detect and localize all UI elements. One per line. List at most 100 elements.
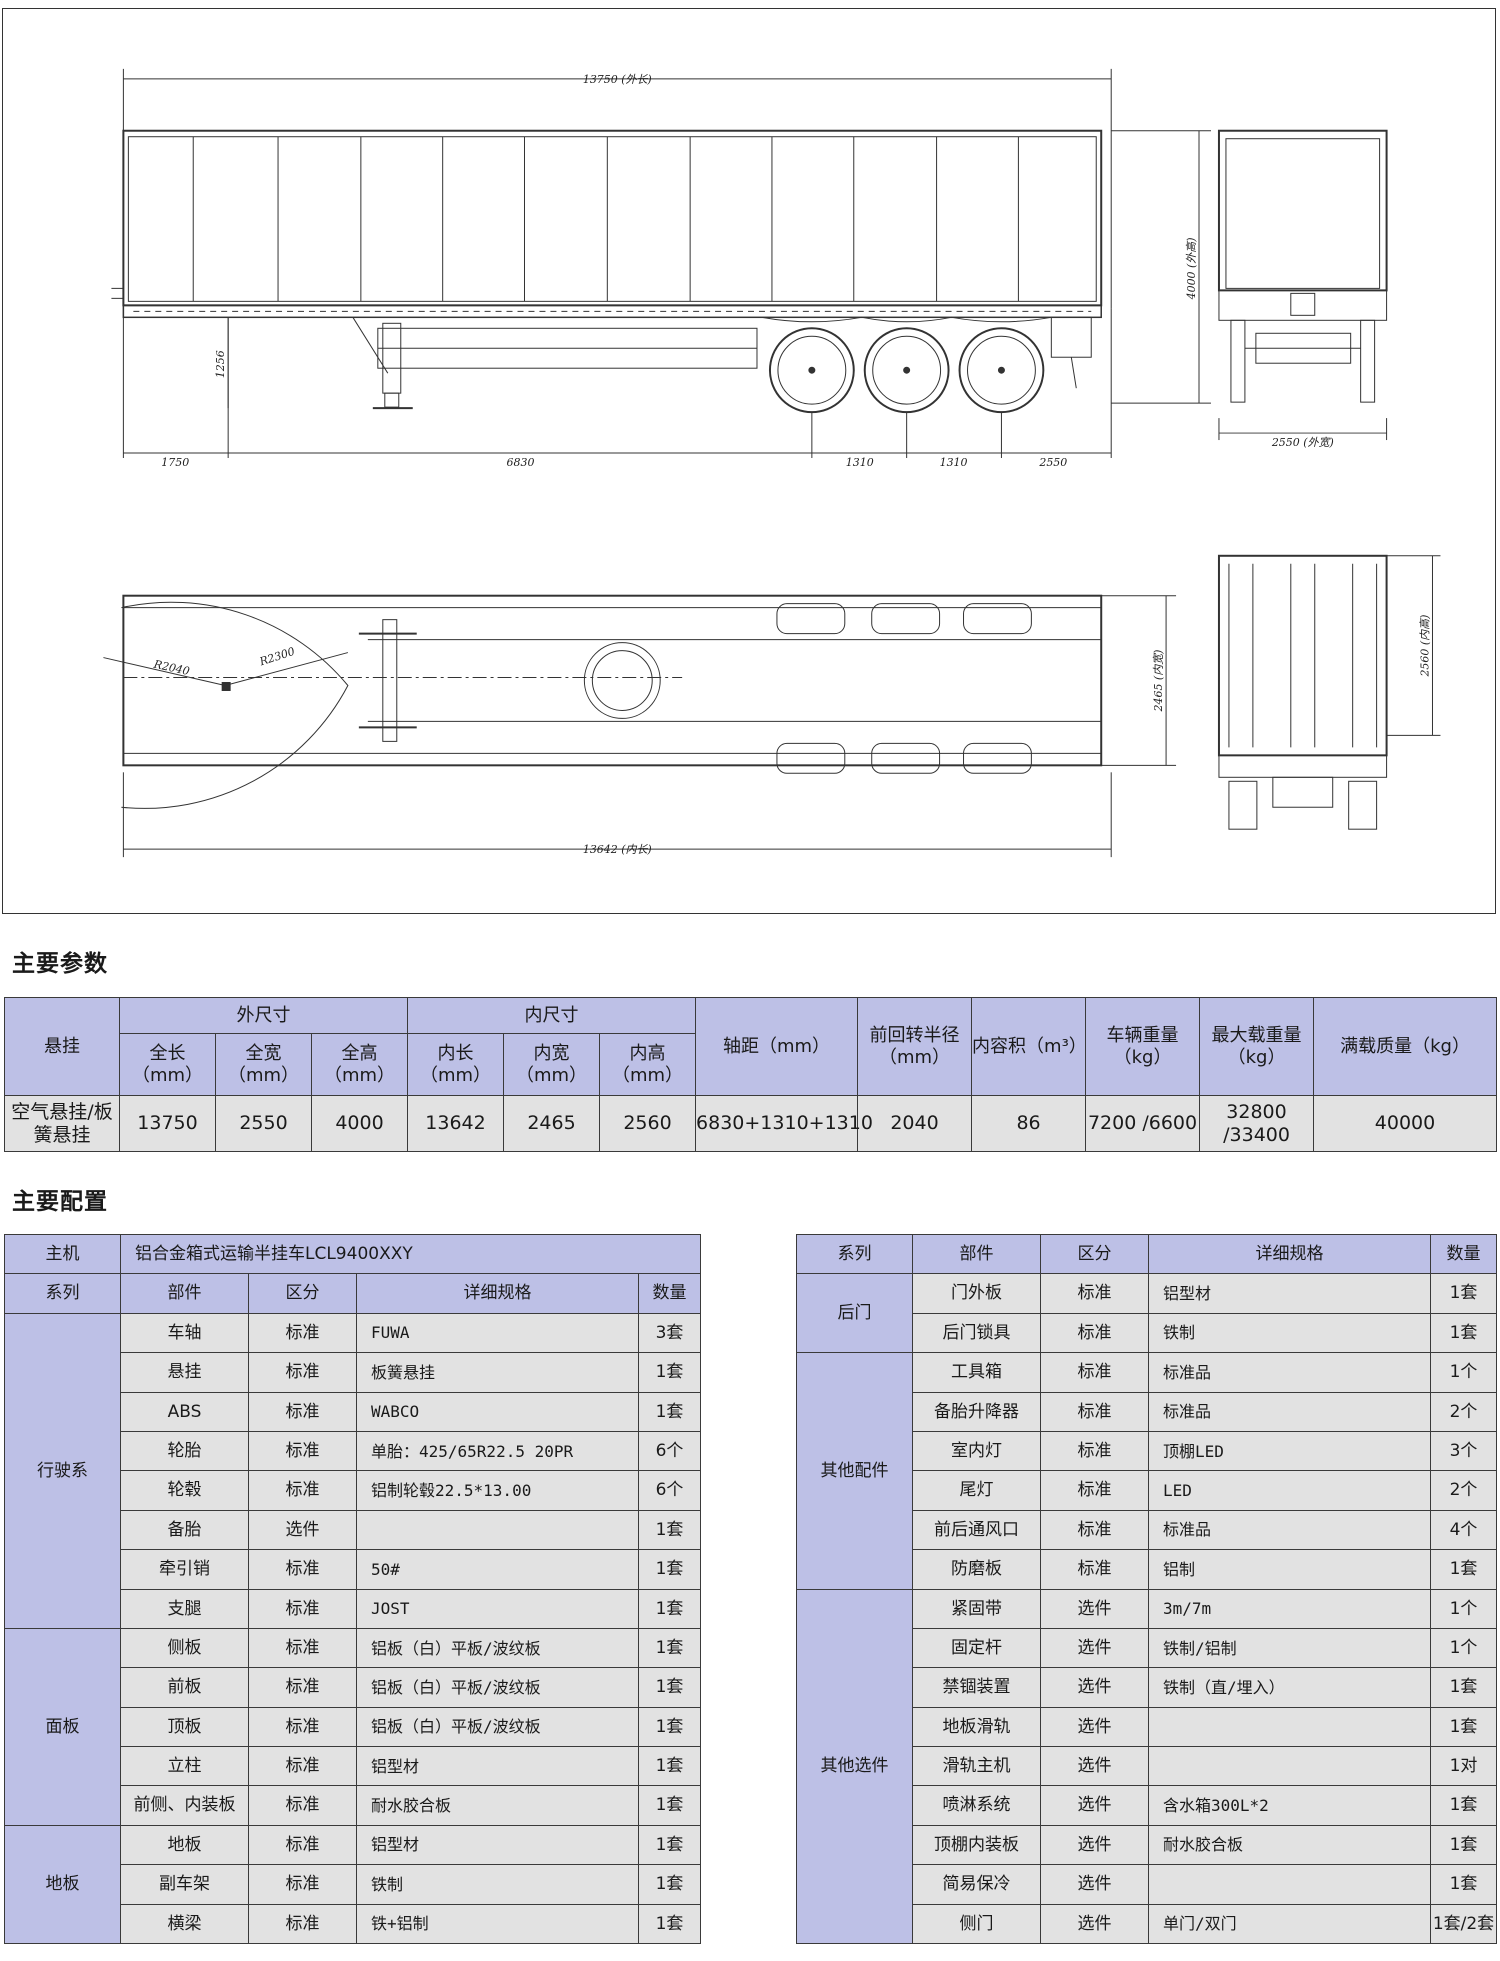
cell-qty: 1套: [1430, 1824, 1497, 1866]
hdr-outer: 外尺寸: [118, 997, 409, 1034]
cell-spec: 铝型材: [356, 1824, 639, 1866]
hdr-inner-len: 内长（mm）: [407, 1033, 505, 1096]
hdr-gross: 满载质量（kg）: [1313, 997, 1498, 1096]
cell-qty: 1套: [1430, 1864, 1497, 1905]
hdr-outer-len: 全长（mm）: [119, 1033, 216, 1096]
rear-door-view: [1217, 554, 1441, 830]
side-view: [111, 68, 1211, 459]
cell-kind: 标准: [1040, 1391, 1149, 1432]
cell-qty: 1套: [637, 1391, 702, 1432]
cell-part: 后门锁具: [912, 1312, 1041, 1354]
host-row: 主机铝合金箱式运输半挂车LCL9400XXY: [4, 1233, 702, 1275]
cell-kind: 标准: [1040, 1352, 1149, 1393]
group-name: 地板: [4, 1824, 121, 1945]
cell-part: 轮胎: [120, 1430, 249, 1472]
cell-part: 尾灯: [912, 1470, 1041, 1511]
cell-spec: 50#: [356, 1549, 639, 1590]
cell-spec: 铝制: [1148, 1549, 1431, 1590]
cell-kind: 标准: [248, 1903, 357, 1945]
config-title: 主要配置: [12, 1189, 108, 1215]
params-table: 悬挂 外尺寸 内尺寸 轴距（mm） 前回转半径（mm） 内容积（m³） 车辆重量…: [4, 997, 1498, 1152]
cell-kind: 标准: [248, 1864, 357, 1905]
cell-part: 顶棚内装板: [912, 1824, 1041, 1866]
cell-spec: [1148, 1746, 1431, 1787]
dim-overall-width: 2550 (外宽): [1271, 436, 1334, 449]
hdr-inner-h: 内高（mm）: [599, 1033, 697, 1096]
cell-qty: 1套: [637, 1588, 702, 1629]
cell-spec: 铝型材: [1148, 1273, 1431, 1314]
cell-spec: [356, 1509, 639, 1551]
cell-part: 副车架: [120, 1864, 249, 1905]
cell-spec: FUWA: [356, 1312, 639, 1354]
cell-kind: 标准: [1040, 1470, 1149, 1511]
cell-kind: 选件: [1040, 1667, 1149, 1708]
cell-part: 横梁: [120, 1903, 249, 1945]
cell-spec: 铝型材: [356, 1746, 639, 1787]
dim-inner-length: 13642 (内长): [583, 843, 652, 856]
cell-qty: 1套: [637, 1549, 702, 1590]
cell-spec: 铝板（白）平板/波纹板: [356, 1627, 639, 1669]
val-suspension: 空气悬挂/板簧悬挂: [4, 1095, 120, 1152]
cell-kind: 标准: [1040, 1430, 1149, 1472]
cell-part: 前后通风口: [912, 1509, 1041, 1551]
cell-spec: 铝制轮毂22.5*13.00: [356, 1470, 639, 1511]
val-outer-len: 13750: [119, 1095, 216, 1152]
val-outer-h: 4000: [310, 1095, 409, 1152]
cell-spec: WABCO: [356, 1391, 639, 1432]
cell-spec: 单胎：425/65R22.5 20PR: [356, 1430, 639, 1472]
cell-kind: 选件: [1040, 1824, 1149, 1866]
cell-qty: 1个: [1430, 1588, 1497, 1629]
cell-part: 前板: [120, 1667, 249, 1708]
dim-kingpin-height: 1256: [214, 350, 227, 378]
trailer-drawing-svg: 13750 (外长) 4000 (外高) 1256 1750 6830 1310…: [103, 68, 1441, 858]
cell-part: 紧固带: [912, 1588, 1041, 1629]
cell-spec: 标准品: [1148, 1352, 1431, 1393]
cell-qty: 1个: [1430, 1627, 1497, 1669]
cell-qty: 1套: [1430, 1312, 1497, 1354]
cell-spec: 铁制/铝制: [1148, 1627, 1431, 1669]
cell-kind: 选件: [1040, 1903, 1149, 1945]
cell-kind: 标准: [1040, 1549, 1149, 1590]
cell-spec: 铁+铝制: [356, 1903, 639, 1945]
cell-kind: 标准: [248, 1785, 357, 1826]
cell-part: 喷淋系统: [912, 1785, 1041, 1826]
cell-qty: 1套: [637, 1746, 702, 1787]
hdr-suspension: 悬挂: [4, 997, 120, 1096]
cell-kind: 标准: [248, 1430, 357, 1472]
cell-part: 牵引销: [120, 1549, 249, 1590]
col-header-part: 部件: [120, 1273, 249, 1314]
params-title: 主要参数: [12, 951, 108, 977]
cell-qty: 6个: [637, 1470, 702, 1511]
cell-part: 地板: [120, 1824, 249, 1866]
cell-spec: 单门/双门: [1148, 1903, 1431, 1945]
cell-kind: 标准: [248, 1706, 357, 1748]
cell-kind: 选件: [1040, 1627, 1149, 1669]
cell-qty: 2个: [1430, 1470, 1497, 1511]
val-wheelbase: 6830+1310+1310: [695, 1095, 873, 1152]
cell-qty: 1套: [1430, 1273, 1497, 1314]
cell-qty: 1套: [1430, 1785, 1497, 1826]
cell-kind: 选件: [1040, 1746, 1149, 1787]
cell-kind: 标准: [248, 1470, 357, 1511]
group-name: 行驶系: [4, 1312, 121, 1629]
col-header-series: 系列: [4, 1273, 121, 1314]
hdr-volume: 内容积（m³）: [971, 997, 1087, 1096]
cell-kind: 标准: [1040, 1273, 1149, 1314]
cell-qty: 1套: [637, 1864, 702, 1905]
cell-qty: 1套: [637, 1627, 702, 1669]
group-name: 面板: [4, 1627, 121, 1826]
cell-part: 滑轨主机: [912, 1746, 1041, 1787]
top-view: [103, 594, 1177, 858]
cell-kind: 标准: [248, 1312, 357, 1354]
hdr-inner: 内尺寸: [407, 997, 697, 1034]
